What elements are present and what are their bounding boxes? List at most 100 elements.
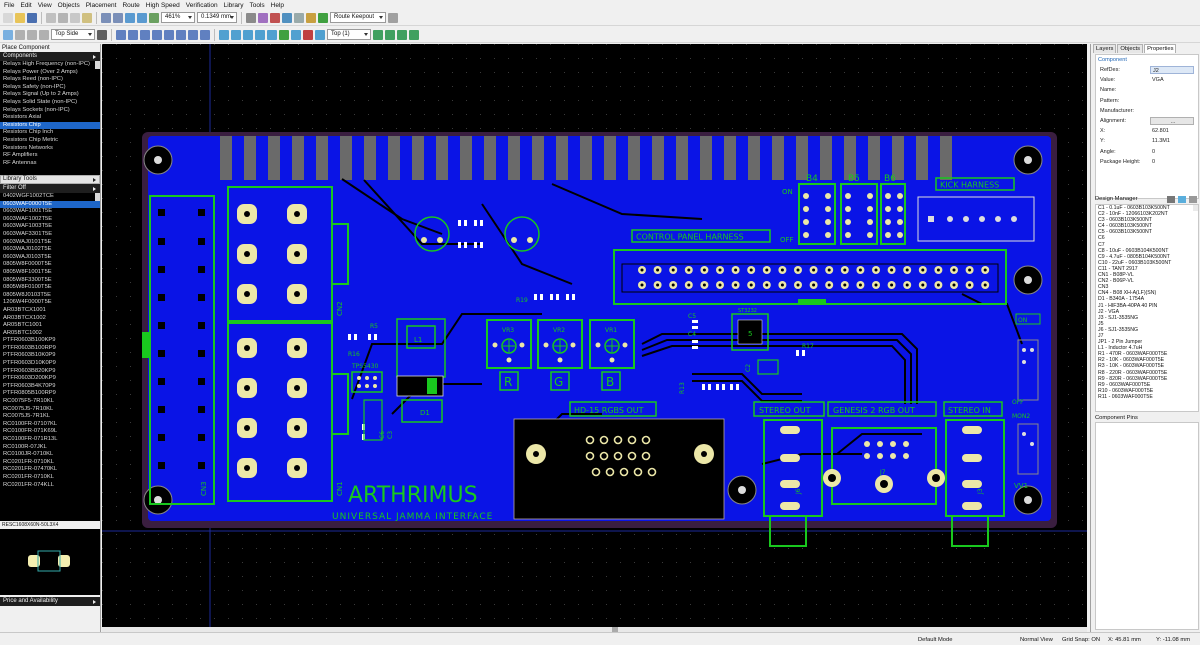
wrench-icon[interactable] <box>1189 195 1197 203</box>
part-item[interactable]: 0603WAF1001T5E <box>3 208 53 215</box>
pcb-canvas[interactable]: CN3 CN2 <box>102 44 1087 627</box>
net-icon[interactable] <box>373 29 383 40</box>
fill-icon[interactable] <box>291 29 301 40</box>
part-item[interactable]: 0603WAF1002T5E <box>3 215 53 222</box>
category-item[interactable]: Relays Reed (non-IPC) <box>3 76 63 83</box>
part-item[interactable]: RC0075F5-7R10KL <box>3 398 54 405</box>
property-value[interactable] <box>1150 97 1194 105</box>
part-item[interactable]: 0805W8F3300T5E <box>3 276 52 283</box>
circle-icon[interactable] <box>164 29 174 40</box>
part-item[interactable]: AR05BTC1002 <box>3 329 42 336</box>
design-manager-item[interactable]: C3 - 0603B103K500NT <box>1098 217 1152 224</box>
design-manager-item[interactable]: J3 - SJ1-3535NG <box>1098 314 1139 321</box>
zoom-out-icon[interactable] <box>137 12 147 23</box>
gerber-icon[interactable] <box>294 12 304 23</box>
part-item[interactable]: 1206W4F0000T5E <box>3 299 52 306</box>
move-icon[interactable] <box>27 29 37 40</box>
components-header[interactable]: Components <box>0 52 100 61</box>
menu-library[interactable]: Library <box>223 1 244 9</box>
menu-verification[interactable]: Verification <box>185 1 218 9</box>
part-item[interactable]: RC0201FR-0710KL <box>3 473 54 480</box>
route-mode-combo[interactable]: Route Keepout <box>330 12 386 23</box>
select-icon[interactable] <box>3 29 13 40</box>
part-item[interactable]: PTFR0603D200KP9 <box>3 375 56 382</box>
category-item[interactable]: Relays Power (Over 2 Amps) <box>3 68 78 75</box>
part-item[interactable]: 0603WAJ0102T5E <box>3 246 52 253</box>
paste-icon[interactable] <box>82 12 92 23</box>
property-value[interactable]: VGA <box>1152 77 1164 84</box>
category-item[interactable]: RF Amplifiers <box>3 152 38 159</box>
design-manager-item[interactable]: CN3 <box>1098 284 1109 291</box>
layers-icon[interactable] <box>258 12 268 23</box>
part-item[interactable]: RC0100FR-07107KL <box>3 420 58 427</box>
part-scrollbar[interactable] <box>95 193 100 201</box>
design-manager-item[interactable]: R2 - 10K - 0603WAF000T5E <box>1098 357 1165 364</box>
design-manager-item[interactable]: R1 - 470R - 0603WAF000T5E <box>1098 351 1168 358</box>
zoom-fit-icon[interactable] <box>149 12 159 23</box>
design-manager-item[interactable]: R8 - 220R - 0603WAF000T5E <box>1098 369 1168 376</box>
part-item[interactable]: RC0100FR-071R13L <box>3 436 58 442</box>
property-value[interactable] <box>1150 86 1194 94</box>
part-item[interactable]: RC0100R-07JKL <box>3 443 47 450</box>
property-value[interactable]: 11.3M1 <box>1152 138 1170 145</box>
copy-icon[interactable] <box>70 12 80 23</box>
design-manager-item[interactable]: R9 - 0603WAF000T5E <box>1098 381 1151 388</box>
part-item[interactable]: RC0100FR-071K69L <box>3 428 58 435</box>
side-combo[interactable]: Top Side <box>51 29 95 40</box>
design-manager-item[interactable]: R3 - 10K - 0603WAF000T5E <box>1098 363 1165 370</box>
bom-icon[interactable] <box>306 12 316 23</box>
part-item[interactable]: 0805W8F1001T5E <box>3 268 52 275</box>
part-item[interactable]: 0603WAF0000T5E <box>0 200 100 209</box>
design-manager-item[interactable]: C7 <box>1098 241 1105 248</box>
category-item[interactable]: Relays Sockets (non-IPC) <box>3 106 70 113</box>
design-manager-item[interactable]: CN1 - B08P-VL <box>1098 272 1134 279</box>
category-scrollbar[interactable] <box>95 61 100 69</box>
design-manager-item[interactable]: J2 - VGA <box>1098 308 1120 315</box>
keepout-icon[interactable] <box>267 29 277 40</box>
route-track-icon[interactable] <box>219 29 229 40</box>
route-diff-icon[interactable] <box>231 29 241 40</box>
part-item[interactable]: AR05BTC1001 <box>3 322 42 329</box>
menu-help[interactable]: Help <box>270 1 285 9</box>
category-item[interactable]: RF Antennas <box>3 159 37 166</box>
category-item[interactable]: Relays High Frequency (non-IPC) <box>3 61 90 67</box>
text-icon[interactable] <box>140 29 150 40</box>
cut-icon[interactable] <box>58 12 68 23</box>
part-item[interactable]: 0402WGF1002TCE <box>3 193 54 199</box>
3d-view-icon[interactable] <box>282 12 292 23</box>
menu-edit[interactable]: Edit <box>20 1 32 9</box>
highlight-icon[interactable] <box>303 29 313 40</box>
design-manager-item[interactable]: C1 - 0.1uF - 0603B103K500NT <box>1098 205 1170 211</box>
pan-icon[interactable] <box>15 29 25 40</box>
category-item[interactable]: Resistors Chip Metric <box>3 136 59 143</box>
part-item[interactable]: PTFR0603B100KP9 <box>3 337 56 344</box>
design-manager-item[interactable]: C4 - 0603B103K500NT <box>1098 223 1152 230</box>
arc-icon[interactable] <box>128 29 138 40</box>
property-value[interactable]: ... <box>1150 117 1194 126</box>
category-list[interactable]: Relays High Frequency (non-IPC)Relays Po… <box>0 61 100 175</box>
part-item[interactable]: 0805W8F0000T5E <box>3 261 52 268</box>
part-item[interactable]: 0805W8J0103T5E <box>3 291 52 298</box>
drc-icon[interactable] <box>270 12 280 23</box>
settings-icon[interactable] <box>388 12 398 23</box>
part-item[interactable]: 0603WAJ0103T5E <box>3 253 52 260</box>
part-item[interactable]: RC0100JR-0710KL <box>3 451 54 458</box>
pad-icon[interactable] <box>188 29 198 40</box>
part-item[interactable]: RC0201FR-0710KL <box>3 458 54 465</box>
stitch-icon[interactable] <box>409 29 419 40</box>
design-manager-item[interactable]: D1 - B340A - 1754A <box>1098 296 1145 303</box>
part-item[interactable]: PTFR0603B820KP9 <box>3 367 56 374</box>
property-value[interactable]: J2 <box>1150 66 1194 75</box>
design-manager-item[interactable]: J7 <box>1098 332 1104 339</box>
component-pins-list[interactable] <box>1095 422 1199 630</box>
design-manager-item[interactable]: C11 - TANT 2917 <box>1098 265 1138 272</box>
filter-header[interactable]: Filter Off <box>0 184 100 193</box>
design-manager-item[interactable]: R9 - 820R - 0603WAF000T5E <box>1098 375 1168 382</box>
new-icon[interactable] <box>3 12 13 23</box>
library-tools-header[interactable]: Library Tools <box>0 175 100 184</box>
design-manager-item[interactable]: R10 - 0603WAF000T5E <box>1098 387 1154 394</box>
redo-icon[interactable] <box>113 12 123 23</box>
menu-high-speed[interactable]: High Speed <box>145 1 180 9</box>
measure-icon[interactable] <box>243 29 253 40</box>
